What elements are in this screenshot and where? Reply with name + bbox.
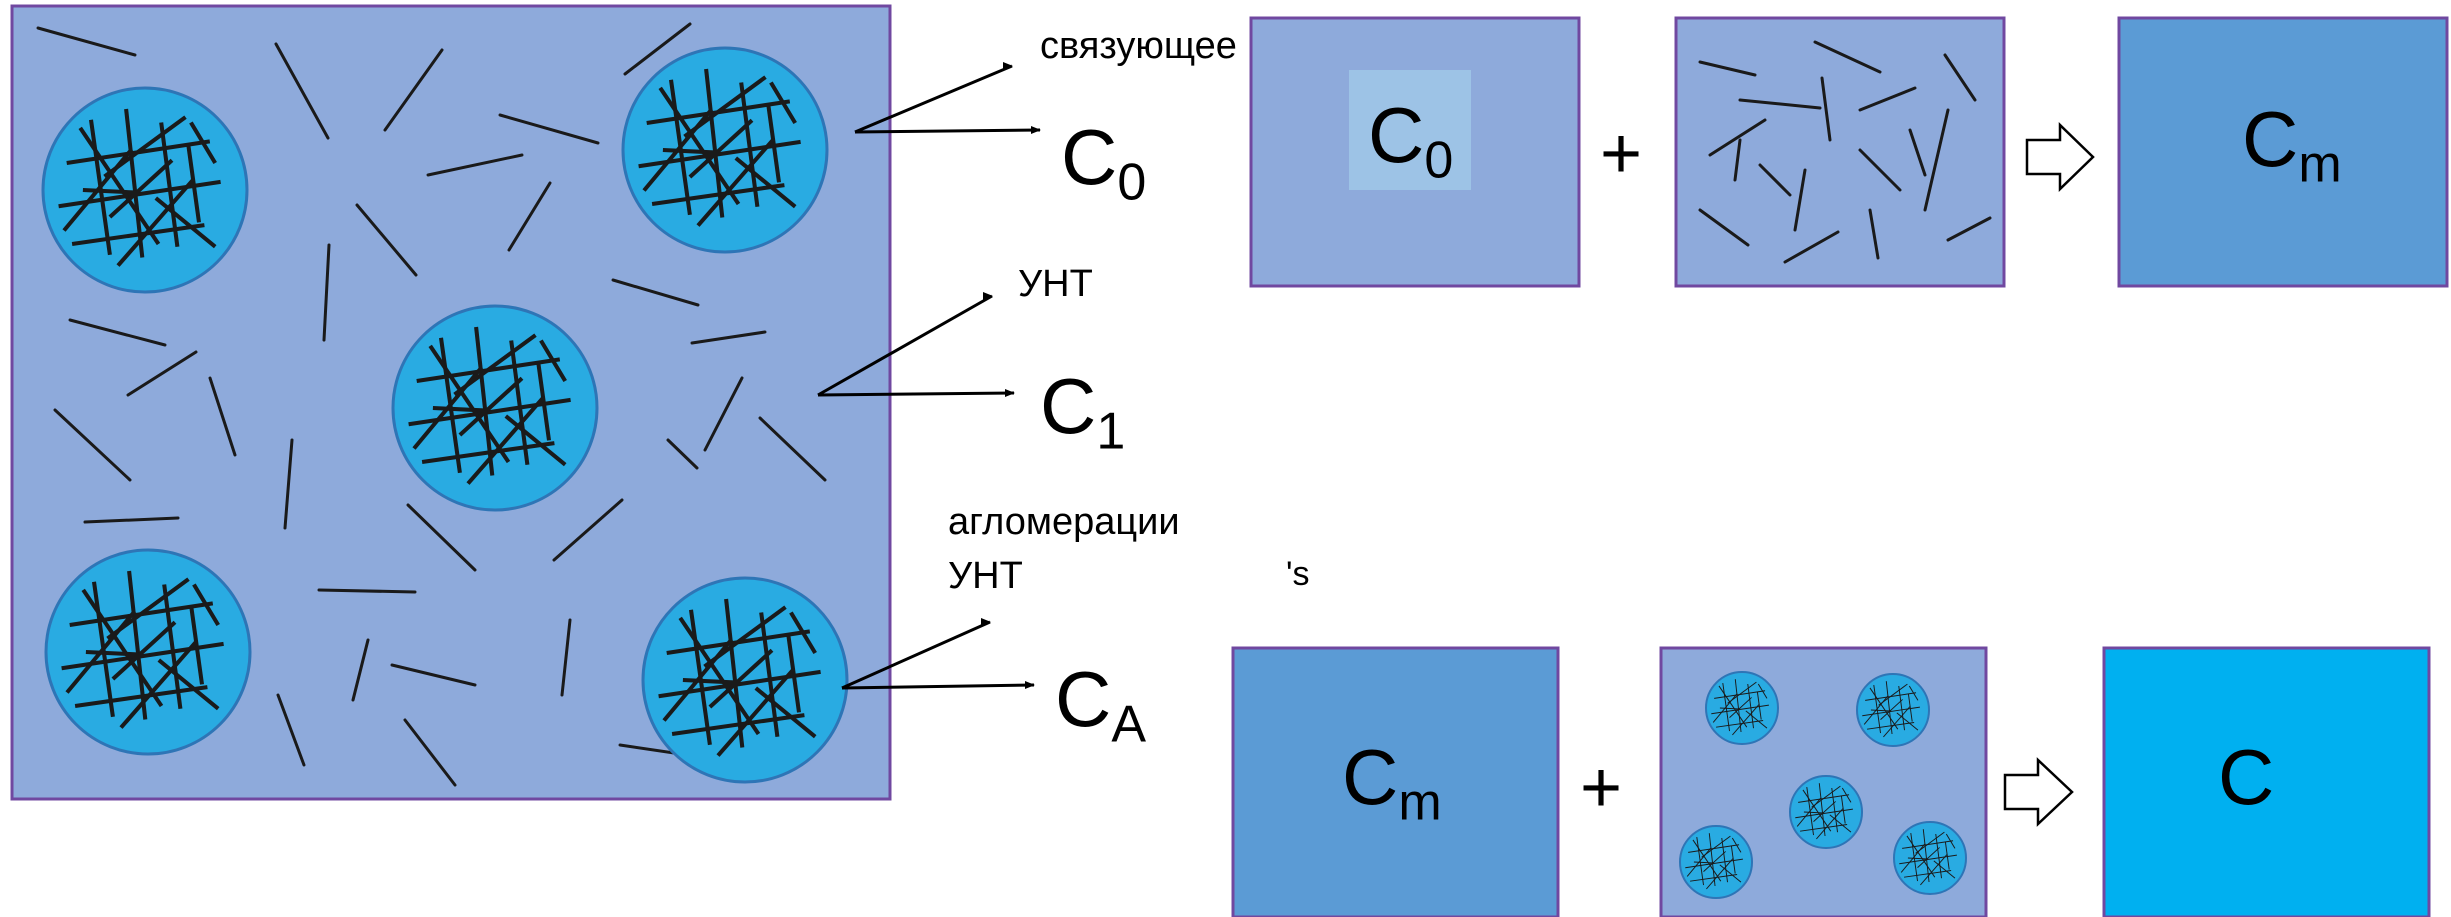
arrow-c1 <box>817 389 1015 397</box>
arrow-ca <box>841 681 1035 690</box>
arrow-cnt <box>817 292 993 397</box>
pointer-arrows <box>817 62 1041 690</box>
plus-sign: + <box>1600 114 1643 194</box>
symbol-ca: CA <box>1055 655 1147 754</box>
box-label-c: C <box>2218 733 2275 821</box>
box-dispersed-cnt-fibres <box>1698 40 1992 264</box>
agglomerate <box>44 548 252 756</box>
box-c-result <box>2102 646 2431 917</box>
box-cm-input <box>1231 646 1560 917</box>
dispersed-cnt-fibres <box>36 22 827 787</box>
label-binder: связующее <box>1036 18 1247 80</box>
label-agglomerations-line1: агломерации <box>948 501 1180 543</box>
agglomerate <box>641 576 849 784</box>
composite-schematic <box>10 4 892 801</box>
box-c0-highlight <box>1349 70 1471 190</box>
cnt-agglomerates <box>41 46 849 784</box>
arrow-c0 <box>854 126 1041 134</box>
box-label-cm: Cm <box>1342 733 1442 832</box>
box-cm-result <box>2117 16 2449 288</box>
agglomerate <box>41 86 249 294</box>
box-agglomerates-balls <box>1679 671 1967 899</box>
box-dispersed-cnt <box>1674 16 2006 288</box>
box-label-cm: Cm <box>2242 95 2342 194</box>
arrow-binder <box>854 62 1013 134</box>
symbol-c0: C0 <box>1061 113 1147 212</box>
plus-sign: + <box>1580 748 1623 828</box>
equation-bottom <box>1231 646 2431 917</box>
equation-top <box>1249 16 2449 288</box>
symbol-c1: C1 <box>1040 362 1126 461</box>
yields-arrow-icon <box>2003 757 2074 827</box>
agglomerate <box>621 46 829 254</box>
label-agglomerations-line2: УНТ <box>948 555 1023 597</box>
label-cnt: УНТ <box>1018 263 1093 305</box>
agglomerate <box>391 304 599 512</box>
box-label-c0: C0 <box>1368 91 1454 190</box>
stray-mark: 's <box>1286 555 1310 593</box>
yields-arrow-icon <box>2025 122 2095 192</box>
arrow-agglomerations <box>841 618 991 690</box>
